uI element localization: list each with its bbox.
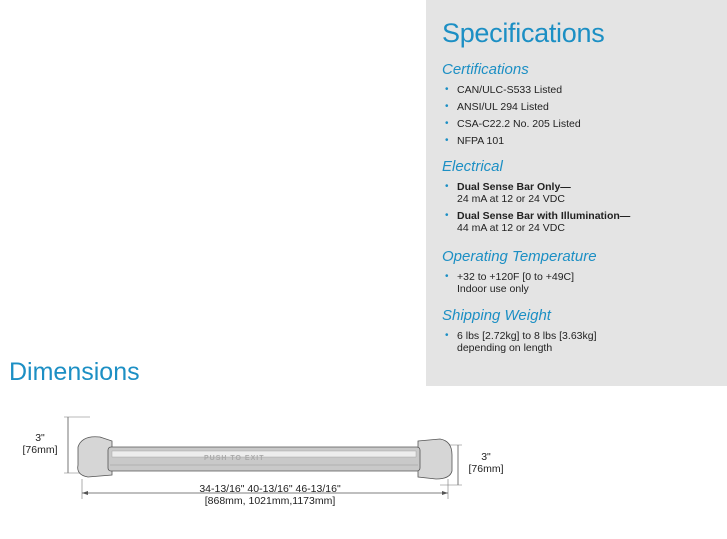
operating-temperature-heading: Operating Temperature	[442, 248, 597, 265]
bullet-icon: •	[445, 181, 449, 192]
length-arrow-right	[442, 491, 448, 495]
list-item: • NFPA 101	[445, 135, 581, 147]
push-bar-drawing: PUSH TO EXIT	[64, 416, 462, 499]
bullet-icon: •	[445, 118, 449, 129]
right-height-label: 3" [76mm]	[464, 451, 508, 475]
length-imperial: 34-13/16" 40-13/16" 46-13/16"	[199, 483, 341, 495]
list-item: • Dual Sense Bar Only—24 mA at 12 or 24 V…	[445, 181, 630, 205]
left-end-cap	[77, 436, 113, 478]
bullet-icon: •	[445, 101, 449, 112]
certifications-list: • CAN/ULC-S533 Listed • ANSI/UL 294 Listed…	[445, 84, 581, 152]
list-item-text: 44 mA at 12 or 24 VDC	[457, 222, 565, 234]
length-metric: [868mm, 1021mm,1173mm]	[204, 495, 336, 507]
specifications-title: Specifications	[442, 18, 605, 48]
electrical-heading: Electrical	[442, 158, 503, 175]
list-item: • Dual Sense Bar with Illumination—44 mA …	[445, 210, 630, 234]
bullet-icon: •	[445, 210, 449, 221]
length-arrow-left	[82, 491, 88, 495]
left-height-imperial: 3"	[35, 432, 45, 444]
specifications-panel	[426, 0, 727, 386]
right-height-imperial: 3"	[481, 451, 491, 463]
list-item-text: 6 lbs [2.72kg] to 8 lbs [3.63kg]	[457, 330, 597, 342]
bar-highlight	[111, 450, 417, 458]
list-item: • CAN/ULC-S533 Listed	[445, 84, 581, 96]
list-item: • +32 to +120F [0 to +49C]Indoor use only	[445, 271, 574, 295]
right-height-metric: [76mm]	[468, 463, 504, 475]
list-item-text: CSA-C22.2 No. 205 Listed	[457, 118, 581, 130]
list-item-text: +32 to +120F [0 to +49C]	[457, 271, 575, 283]
operating-temperature-list: • +32 to +120F [0 to +49C]Indoor use only	[445, 271, 574, 300]
bullet-icon: •	[445, 330, 449, 341]
list-item: • CSA-C22.2 No. 205 Listed	[445, 118, 581, 130]
left-height-label: 3" [76mm]	[18, 432, 62, 456]
list-item-text: depending on length	[457, 342, 553, 354]
bullet-icon: •	[445, 271, 449, 282]
list-item: • ANSI/UL 294 Listed	[445, 101, 581, 113]
list-item-text: 24 mA at 12 or 24 VDC	[457, 193, 565, 205]
list-item-text: NFPA 101	[457, 135, 505, 147]
list-item-text: CAN/ULC-S533 Listed	[457, 84, 563, 96]
left-height-metric: [76mm]	[22, 444, 58, 456]
electrical-list: • Dual Sense Bar Only—24 mA at 12 or 24 V…	[445, 181, 630, 239]
certifications-heading: Certifications	[442, 61, 529, 78]
right-end-cap	[417, 438, 453, 480]
list-item-text: ANSI/UL 294 Listed	[457, 101, 549, 113]
list-item: • 6 lbs [2.72kg] to 8 lbs [3.63kg]dependi…	[445, 330, 597, 354]
bar-label: PUSH TO EXIT	[204, 455, 265, 462]
dimensions-title: Dimensions	[9, 358, 140, 386]
list-item-bold: Dual Sense Bar with Illumination—	[457, 210, 631, 222]
length-label: 34-13/16" 40-13/16" 46-13/16" [868mm, 10…	[180, 483, 360, 507]
bullet-icon: •	[445, 135, 449, 146]
bullet-icon: •	[445, 84, 449, 95]
list-item-bold: Dual Sense Bar Only—	[457, 181, 571, 193]
shipping-weight-heading: Shipping Weight	[442, 307, 551, 324]
list-item-text: Indoor use only	[457, 283, 529, 295]
shipping-weight-list: • 6 lbs [2.72kg] to 8 lbs [3.63kg]dependi…	[445, 330, 597, 359]
